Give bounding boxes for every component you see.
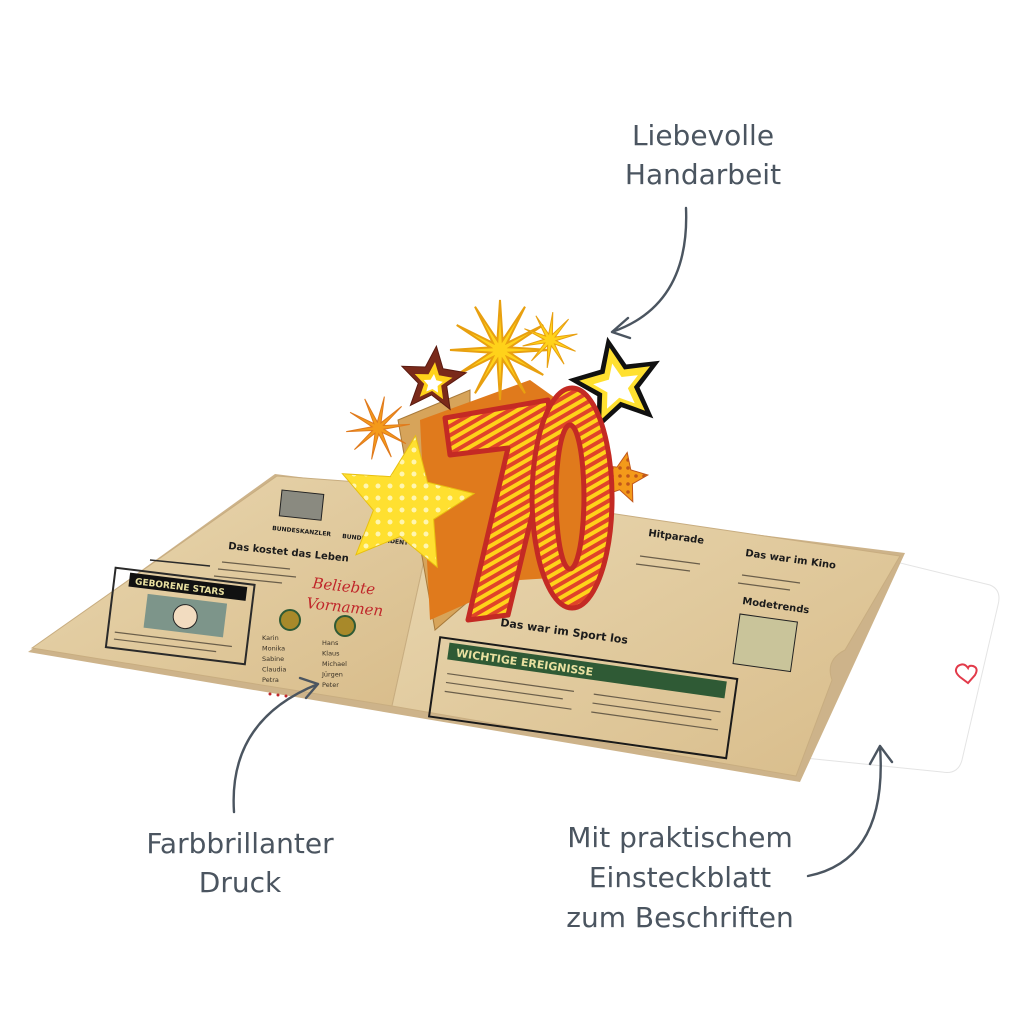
burst-star-icon: [522, 312, 578, 368]
chancellor-photo: [278, 489, 325, 521]
girl-portrait: [279, 609, 301, 631]
boy-name: Jürgen: [321, 671, 343, 679]
callout-einsteckblatt: Mit praktischem Einsteckblatt zum Beschr…: [540, 818, 820, 938]
events-banner: [447, 642, 727, 699]
girl-name: Sabine: [262, 655, 284, 663]
callout-line: Mit praktischem: [567, 821, 793, 854]
girl-name: Petra: [262, 676, 279, 684]
girl-name: Monika: [262, 645, 285, 653]
arrow-top: [610, 206, 688, 340]
decor-dots: [268, 692, 288, 698]
arrow-right: [806, 744, 894, 878]
boy-name: Klaus: [322, 650, 340, 658]
boy-name: Hans: [322, 639, 339, 647]
dotted-star-icon: [341, 434, 476, 569]
callout-line: zum Beschriften: [566, 901, 794, 934]
star-icon: [593, 363, 638, 409]
stars-box: [104, 566, 256, 666]
kino-list-lines: [737, 574, 801, 591]
heart-icon: [954, 663, 978, 685]
mode-illustration: [732, 613, 799, 673]
callout-line: Liebevolle: [631, 119, 775, 152]
stars-banner: [128, 572, 248, 601]
cost-list-lines: [213, 561, 297, 584]
callout-line: Einsteckblatt: [588, 861, 772, 894]
digit-0-shape: [529, 385, 615, 611]
callout-line: Druck: [198, 866, 282, 899]
divider: [149, 559, 211, 567]
callout-line: Handarbeit: [624, 158, 782, 191]
boy-name: Peter: [322, 681, 339, 689]
girl-name: Claudia: [262, 666, 286, 674]
events-list-lines: [444, 672, 721, 731]
star-face: [172, 604, 198, 630]
callout-druck: Farbbrillanter Druck: [110, 824, 370, 902]
events-box: [427, 636, 739, 760]
boy-name: Michael: [322, 660, 347, 668]
star-icon: [423, 374, 443, 393]
burst-star-icon: [449, 299, 551, 401]
boy-portrait: [334, 615, 356, 637]
arrow-left: [232, 676, 320, 814]
pop-up-70: [341, 299, 660, 631]
stars-list-lines: [113, 631, 232, 653]
girl-name: Karin: [262, 634, 279, 642]
hitparade-list-lines: [635, 555, 701, 572]
callout-handarbeit: Liebevolle Handarbeit: [583, 116, 823, 194]
callout-line: Farbbrillanter: [146, 827, 334, 860]
burst-star-icon: [346, 396, 410, 460]
